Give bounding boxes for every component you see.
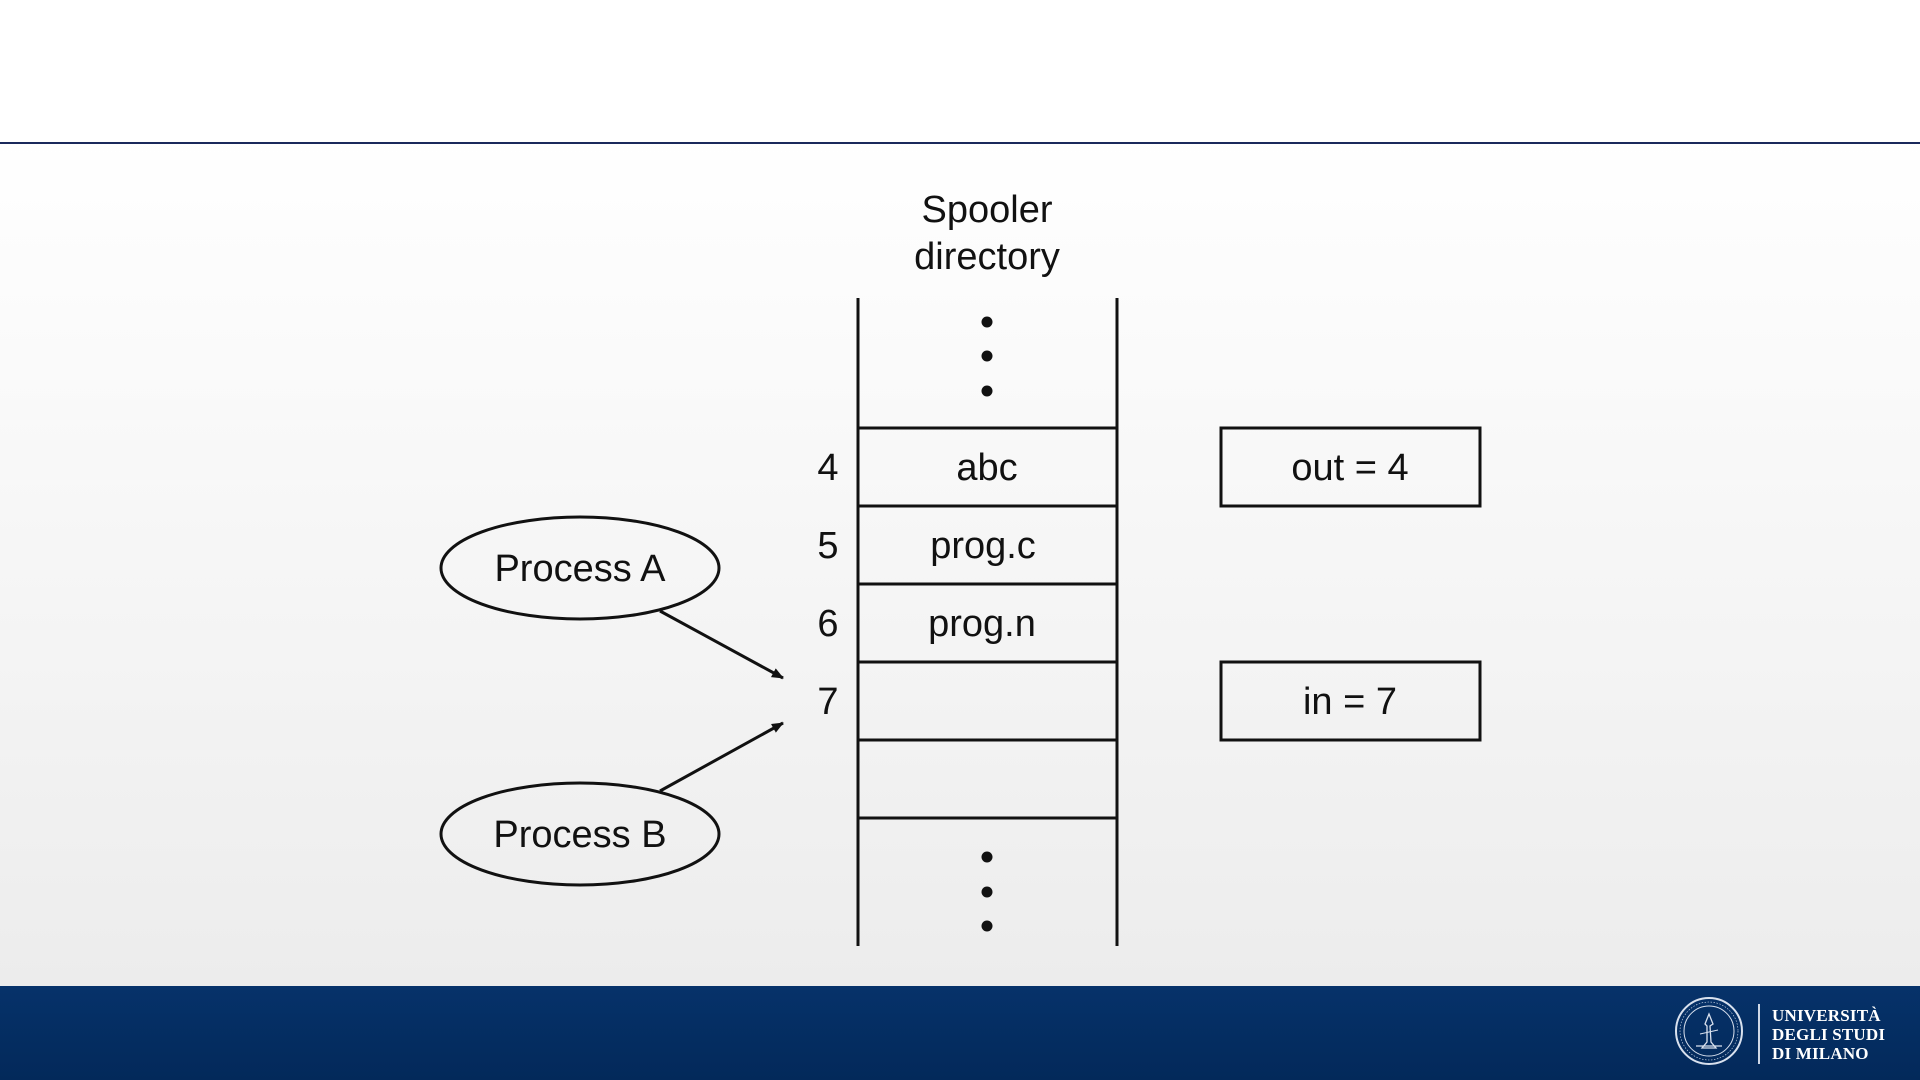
footer-bar [0, 986, 1920, 1080]
university-name-line3: DI MILANO [1772, 1044, 1869, 1063]
diagram-title-line1: Spooler [922, 189, 1053, 231]
logo-divider [1758, 1004, 1760, 1064]
row-index-4: 4 [817, 447, 838, 489]
ellipsis-bottom-icon [981, 851, 993, 932]
spooler-diagram: Spooler directory 4 5 6 7 abc prog.c pro… [439, 189, 1482, 946]
arrow-process-b-icon [659, 721, 784, 793]
ellipsis-top-icon [981, 316, 993, 397]
header-divider [0, 142, 1920, 144]
in-variable-box [1219, 660, 1482, 742]
row-content-prog-c: prog.c [930, 525, 1036, 567]
arrow-process-a-icon [659, 609, 784, 680]
directory-row-separators [858, 426, 1117, 820]
row-index-5: 5 [817, 525, 838, 567]
out-variable-label: out = 4 [1291, 447, 1408, 489]
process-a-label: Process A [494, 548, 666, 590]
out-variable-box [1219, 426, 1482, 508]
university-logo-text: UNIVERSITÀ DEGLI STUDI DI MILANO [1772, 1006, 1885, 1063]
diagram-title-line2: directory [914, 236, 1060, 278]
row-content-abc: abc [956, 447, 1017, 489]
row-content-prog-n: prog.n [928, 603, 1036, 645]
university-seal-icon [1675, 997, 1743, 1065]
process-b-label: Process B [493, 814, 666, 856]
row-index-6: 6 [817, 603, 838, 645]
university-name-line2: DEGLI STUDI [1772, 1025, 1886, 1044]
process-a-ellipse [439, 515, 721, 621]
row-index-7: 7 [817, 681, 838, 723]
university-name-line1: UNIVERSITÀ [1772, 1006, 1881, 1025]
in-variable-label: in = 7 [1303, 681, 1397, 723]
process-b-ellipse [439, 781, 721, 887]
